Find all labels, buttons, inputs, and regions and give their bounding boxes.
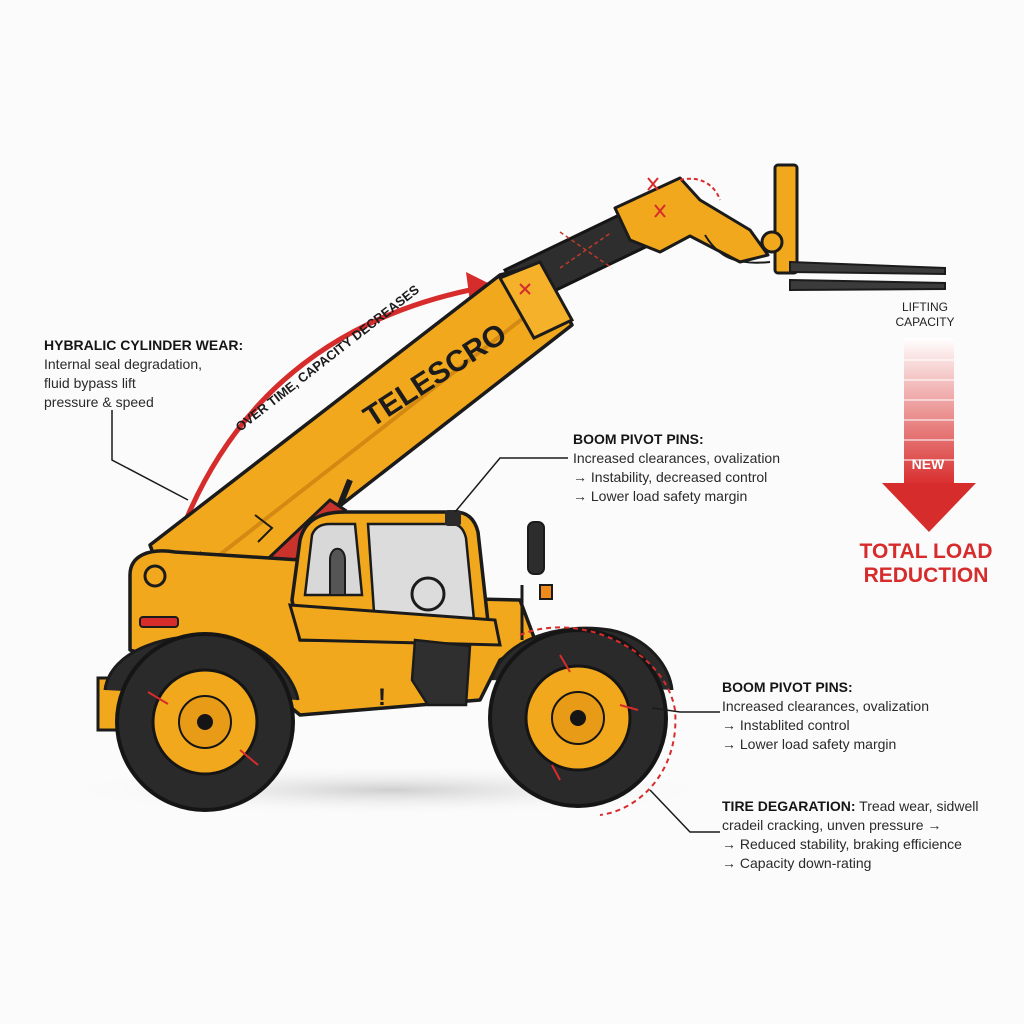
capacity-title: LIFTING CAPACITY <box>870 300 980 330</box>
capacity-gauge <box>882 338 976 532</box>
capacity-title-line-2: CAPACITY <box>895 315 955 329</box>
total-line-2: REDUCTION <box>863 564 989 587</box>
pivot-top-title: BOOM PIVOT PINS: <box>573 431 704 447</box>
fork-carriage <box>704 163 946 292</box>
hydraulic-line-3: pressure & speed <box>44 394 154 410</box>
pivot-mid-line-2: → Instablited control <box>722 717 850 733</box>
hydraulic-line-2: fluid bypass lift <box>44 375 136 391</box>
pivot-mid-title: BOOM PIVOT PINS: <box>722 679 853 695</box>
tire-title: TIRE DEGARATION: <box>722 798 856 814</box>
pivot-mid-line-3: → Lower load safety margin <box>722 736 897 752</box>
pivot-pins-callout-mid: BOOM PIVOT PINS: Increased clearances, o… <box>722 678 929 754</box>
operator-cab: ! <box>287 510 502 711</box>
side-mirror <box>520 521 553 640</box>
pivot-top-line-1: Increased clearances, ovalization <box>573 450 781 466</box>
hydraulic-wear-callout: HYBRALIC CYLINDER WEAR: Internal seal de… <box>44 336 243 412</box>
total-load-reduction: TOTAL LOAD REDUCTION <box>840 540 1012 588</box>
front-wheel <box>488 626 677 816</box>
leader-lines <box>111 410 720 833</box>
tire-line-1: cradeil cracking, unven pressure → <box>722 817 942 833</box>
tire-first-line: Tread wear, sidwell <box>859 798 979 814</box>
hydraulic-line-1: Internal seal degradation, <box>44 356 202 372</box>
pivot-top-line-2: → Instability, decreased control <box>573 469 768 485</box>
rear-wheel <box>103 632 300 812</box>
tire-line-3: → Capacity down-rating <box>722 855 872 871</box>
hydraulic-title: HYBRALIC CYLINDER WEAR: <box>44 337 244 353</box>
tire-line-2: → Reduced stability, braking efficience <box>722 836 962 852</box>
wear-marks <box>519 177 721 295</box>
pivot-top-line-3: → Lower load safety margin <box>573 488 748 504</box>
svg-text:!: ! <box>378 684 386 711</box>
pivot-mid-line-1: Increased clearances, ovalization <box>722 698 930 714</box>
tire-degradation-callout: TIRE DEGARATION: Tread wear, sidwell cra… <box>722 797 978 873</box>
capacity-new-label: NEW <box>911 456 945 472</box>
total-line-1: TOTAL LOAD <box>859 540 993 563</box>
pivot-pins-callout-top: BOOM PIVOT PINS: Increased clearances, o… <box>573 430 780 506</box>
capacity-title-line-1: LIFTING <box>901 300 948 314</box>
